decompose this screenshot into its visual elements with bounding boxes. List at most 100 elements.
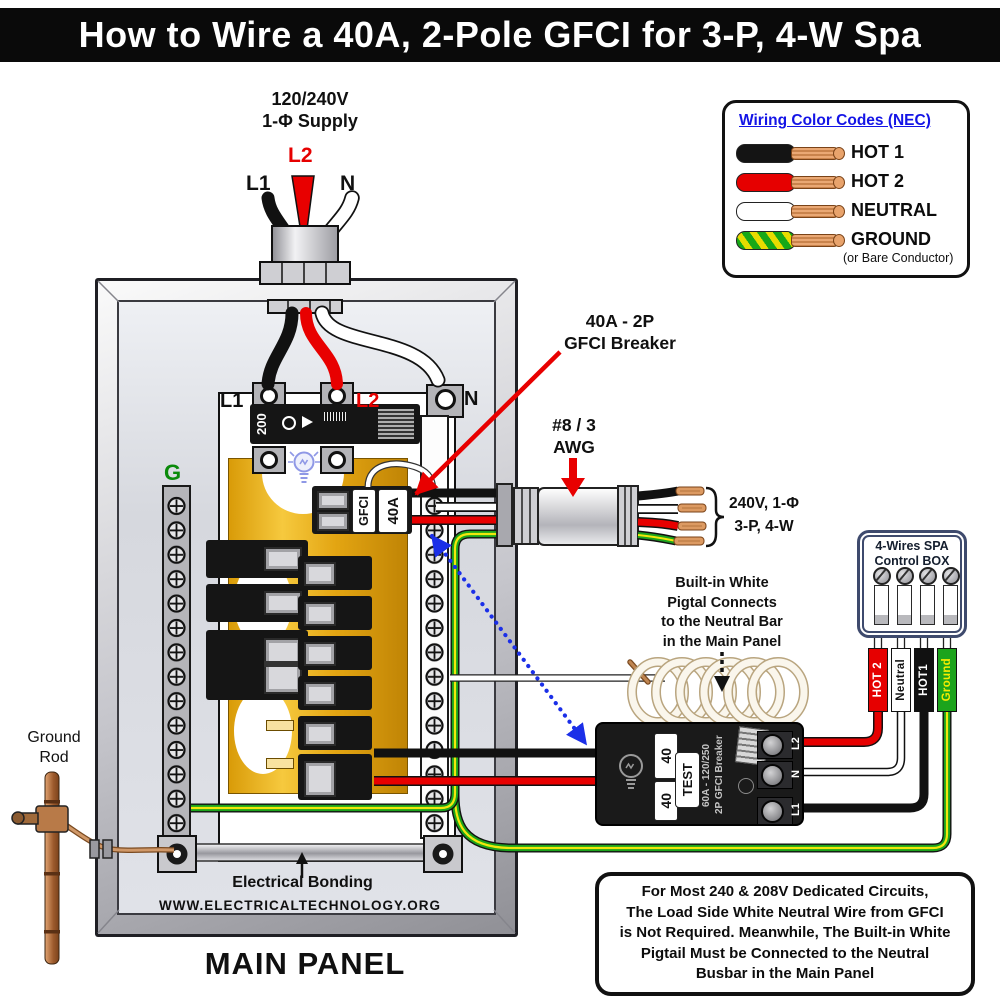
pigtail-callout: Built-in White Pigtal Connects to the Ne…: [636, 574, 808, 652]
gfci-label-strip: GFCI: [352, 489, 376, 533]
supply-voltage: 120/240V: [271, 89, 349, 109]
breaker-toggle: [317, 491, 349, 510]
test-button-label: TEST: [680, 763, 695, 797]
panel-l1-label: L1: [220, 390, 244, 412]
red-callout-arrow: [414, 350, 562, 496]
device-amp-strip: 40: [654, 781, 678, 821]
copper-core-end: [833, 147, 845, 160]
callout-line: Pigtal Connects: [667, 594, 777, 611]
panel-n-label: N: [464, 388, 479, 410]
note-box: For Most 240 & 208V Dedicated Circuits, …: [595, 872, 975, 996]
ground-busbar: [162, 485, 191, 839]
spa-title-line: Control BOX: [874, 554, 950, 568]
callout-line: 40A - 2P: [585, 311, 655, 331]
callout-line: 3-P, 4-W: [734, 518, 794, 535]
legend-hot2-label: HOT 2: [851, 171, 905, 191]
note-line: is Not Required. Meanwhile, The Built-in…: [619, 924, 951, 941]
bonding-strip: [157, 835, 463, 873]
supply-n-label: N: [340, 172, 356, 195]
terminal-screw-icon: [761, 799, 784, 823]
legend-ground-label: GROUND: [851, 229, 931, 249]
breaker-toggle: [304, 602, 336, 626]
device-terminal-l1: [757, 797, 793, 825]
breaker-toggle: [304, 682, 336, 706]
legend-box: Wiring Color Codes (NEC) HOT 1 HOT 2 NEU…: [722, 100, 970, 278]
device-spec-line: 60A - 120/250: [701, 743, 712, 807]
website-label: WWW.ELECTRICALTECHNOLOGY.ORG: [159, 898, 441, 913]
callout-line: to the Neutral Bar: [661, 614, 783, 630]
copper-tips: [673, 486, 707, 546]
ground-wire-run: [191, 529, 952, 853]
panel-g-label: G: [164, 460, 182, 485]
supply-l1-label: L1: [246, 172, 271, 195]
wire-tag-ground: Ground: [937, 648, 957, 712]
spa-wire-stubs: [873, 628, 952, 652]
frame-miter-lines: [97, 280, 516, 934]
title-bar: How to Wire a 40A, 2-Pole GFCI for 3-P, …: [0, 8, 1000, 62]
ground-rod-line: Ground: [27, 729, 81, 746]
spa-title-line: 4-Wires SPA: [875, 539, 949, 553]
note-line: For Most 240 & 208V Dedicated Circuits,: [641, 883, 929, 900]
supply-label: 120/240V 1-Φ Supply: [225, 88, 395, 132]
gfci-breaker-callout: 40A - 2P GFCI Breaker: [545, 310, 695, 354]
legend-title[interactable]: Wiring Color Codes (NEC): [739, 112, 931, 129]
callout-line: Built-in White: [675, 575, 769, 591]
legend-hot1-label: HOT 1: [851, 142, 905, 162]
spa-control-box: 4-Wires SPA Control BOX: [857, 530, 967, 638]
breaker-toggle: [317, 512, 349, 531]
main-breaker-200a: 200: [250, 404, 420, 444]
cable-exit-wires: [637, 486, 725, 548]
horn-icon: [302, 416, 313, 428]
device-amp: 40: [658, 748, 674, 764]
neutral-terminal: [426, 384, 464, 418]
copper-core: [791, 205, 838, 218]
terminal-slot: [919, 585, 935, 625]
test-button[interactable]: TEST: [675, 752, 700, 808]
barcode-label: [324, 412, 346, 421]
main-panel-caption: MAIN PANEL: [204, 946, 406, 981]
page-title: How to Wire a 40A, 2-Pole GFCI for 3-P, …: [78, 14, 922, 55]
device-terminal-label: N: [790, 770, 802, 778]
branch-breaker: [298, 754, 372, 800]
device-terminal-label: L1: [790, 803, 802, 817]
wire-tag-neutral: Neutral: [891, 648, 911, 712]
breaker-toggle: [304, 722, 336, 746]
cable-conduit: [496, 483, 639, 547]
note-line: Pigtail Must be Connected to the Neutral: [640, 944, 930, 962]
main-breaker-lug: [320, 446, 354, 474]
callout-line: GFCI Breaker: [564, 333, 676, 353]
device-terminal-l2: [757, 731, 793, 759]
pigtail-dashed-arrow: [714, 652, 730, 692]
device-bulb-icon: [611, 750, 651, 798]
device-amp-strip: 40: [654, 733, 678, 779]
gfci-device-feed-wires: [374, 748, 598, 786]
copper-core-end: [833, 205, 845, 218]
toggle-tie-bar: [264, 661, 302, 667]
breaker-toggle: [304, 761, 336, 797]
copper-core: [791, 147, 838, 160]
terminal-screw-icon: [942, 567, 960, 585]
wire-tag-hot2: HOT 2: [868, 648, 888, 712]
legend-neutral-label: NEUTRAL: [851, 200, 937, 220]
service-conduit: [259, 225, 351, 314]
gfci-amp-strip: 40A: [378, 489, 408, 533]
note-line: The Load Side White Neutral Wire from GF…: [626, 903, 944, 921]
gfci-device: 40 40 TEST 60A - 120/250 2P GFCI Breaker…: [595, 722, 804, 826]
ul-mark-icon: [738, 778, 754, 794]
cable-callout: 240V, 1-Φ 3-P, 4-W: [722, 492, 806, 538]
terminal-screw-icon: [896, 567, 914, 585]
wire-tag-text: HOT 2: [872, 662, 884, 698]
terminal-slot: [873, 585, 889, 625]
device-amp: 40: [658, 793, 674, 809]
terminal-screw-icon: [761, 763, 784, 787]
device-terminal-label: L2: [790, 737, 802, 751]
note-text: For Most 240 & 208V Dedicated Circuits, …: [599, 876, 971, 985]
wire-tag-text: Neutral: [895, 659, 907, 701]
gfci-output-wires: [798, 650, 929, 813]
screw-icon: [434, 389, 456, 410]
callout-line: in the Main Panel: [662, 633, 782, 650]
ground-rod-label: Ground Rod: [6, 728, 102, 768]
red-awg-arrow: [561, 458, 585, 497]
